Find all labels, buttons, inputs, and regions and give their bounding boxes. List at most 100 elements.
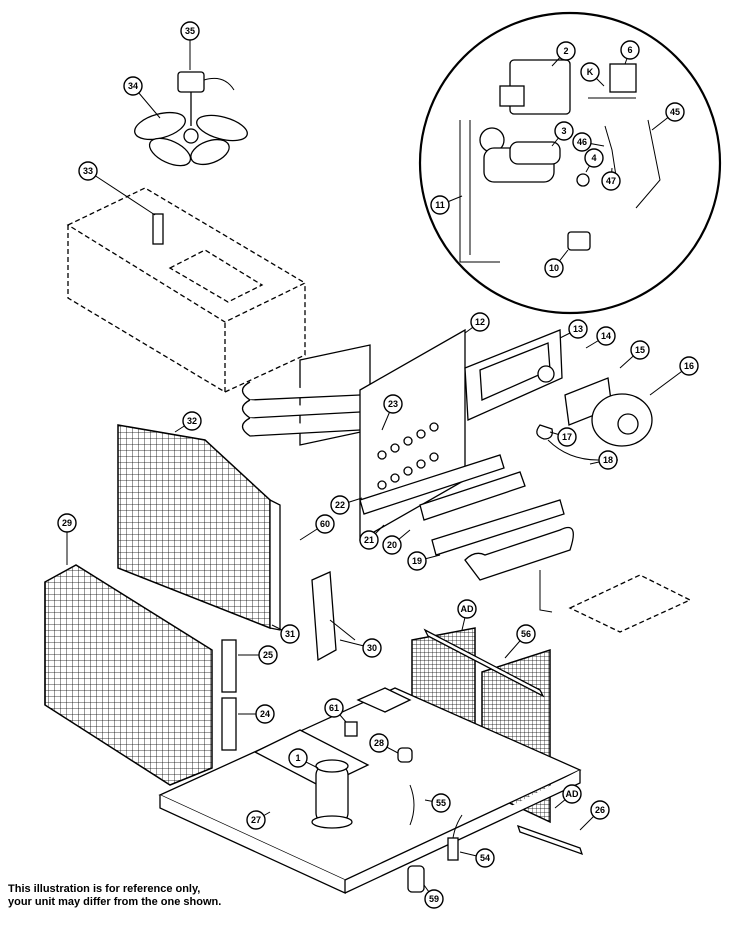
callout-label: 56 <box>521 629 531 639</box>
callout-47: 47 <box>601 167 621 191</box>
callout-30: 30 <box>339 638 382 658</box>
callout-label: 15 <box>635 345 645 355</box>
callout-circle <box>598 450 618 470</box>
callout-label: AD <box>566 789 579 799</box>
callout-11: 11 <box>430 195 463 215</box>
callout-circle <box>362 638 382 658</box>
callout-label: 30 <box>367 643 377 653</box>
callout-circle <box>246 810 266 830</box>
cabinet-top-dashed <box>66 187 307 394</box>
callout-12: 12 <box>464 312 490 334</box>
callout-circle <box>182 411 202 431</box>
callout-circle <box>255 704 275 724</box>
callout-AD1: AD <box>457 599 477 631</box>
callout-27: 27 <box>246 810 271 830</box>
callout-circle <box>359 530 379 550</box>
callout-label: 18 <box>603 455 613 465</box>
callout-label: 46 <box>577 137 587 147</box>
callout-circle <box>369 733 389 753</box>
drier-tray <box>539 570 692 633</box>
callout-label: 1 <box>295 753 300 763</box>
callout-26: 26 <box>579 800 610 831</box>
callout-15: 15 <box>619 340 650 369</box>
callout-circle <box>470 312 490 332</box>
callout-circle <box>630 340 650 360</box>
callout-label: 45 <box>670 107 680 117</box>
callout-label: 25 <box>263 650 273 660</box>
callout-label: 22 <box>335 500 345 510</box>
callout-leader <box>87 170 156 216</box>
callout-23: 23 <box>381 394 403 431</box>
callout-circle <box>324 698 344 718</box>
callout-21: 21 <box>359 524 385 550</box>
callout-label: 12 <box>475 317 485 327</box>
callout-circle <box>382 535 402 555</box>
callout-label: 34 <box>128 81 138 91</box>
callout-circle <box>516 624 536 644</box>
callout-1: 1 <box>288 748 319 769</box>
callout-circle <box>562 784 582 804</box>
callout-circle <box>180 21 200 41</box>
callout-circle <box>407 551 427 571</box>
callout-label: 19 <box>412 556 422 566</box>
callout-17: 17 <box>549 427 577 447</box>
callout-label: 27 <box>251 815 261 825</box>
side-brackets <box>221 639 237 751</box>
callout-55: 55 <box>424 793 451 813</box>
callout-22: 22 <box>330 495 363 515</box>
reference-note-line-1: This illustration is for reference only, <box>8 883 201 895</box>
callout-45: 45 <box>651 102 685 131</box>
callout-label: 21 <box>364 535 374 545</box>
callout-circle <box>424 889 444 909</box>
callout-circle <box>544 258 564 278</box>
callout-circle <box>601 171 621 191</box>
callout-label: 3 <box>561 126 566 136</box>
callout-13: 13 <box>559 319 588 339</box>
inducer-motor <box>536 393 653 461</box>
callout-20: 20 <box>382 529 411 555</box>
callout-label: 32 <box>187 416 197 426</box>
callout-label: 11 <box>435 200 445 210</box>
callout-label: 29 <box>62 518 72 528</box>
callout-circle <box>568 319 588 339</box>
callout-K: K <box>580 62 605 87</box>
callout-circle <box>430 195 450 215</box>
reference-note: This illustration is for reference only,… <box>8 883 308 909</box>
callout-32: 32 <box>174 411 202 433</box>
callout-circle <box>475 848 495 868</box>
control-bracket <box>311 571 356 662</box>
callout-circle <box>557 427 577 447</box>
callout-label: AD <box>461 604 474 614</box>
callout-circle <box>679 356 699 376</box>
callout-circle <box>584 148 604 168</box>
callout-label: 13 <box>573 324 583 334</box>
callout-59: 59 <box>423 884 444 909</box>
callout-label: 6 <box>627 45 632 55</box>
callout-60: 60 <box>299 514 335 541</box>
callout-6: 6 <box>620 40 640 65</box>
callout-34: 34 <box>123 76 161 119</box>
compressor <box>311 759 353 829</box>
callout-AD2: AD <box>554 784 582 809</box>
callout-10: 10 <box>544 249 569 278</box>
callout-label: 14 <box>601 331 611 341</box>
callout-circle <box>280 624 300 644</box>
small-parts <box>344 721 463 893</box>
callout-35: 35 <box>180 21 200 70</box>
callout-circle <box>596 326 616 346</box>
callout-circle <box>665 102 685 122</box>
callout-label: 24 <box>260 709 270 719</box>
gas-valve-inset <box>418 11 722 315</box>
callout-label: 16 <box>684 361 694 371</box>
callout-circle <box>288 748 308 768</box>
callout-circle <box>580 62 600 82</box>
callout-label: 31 <box>285 629 295 639</box>
fan-blade <box>134 111 248 167</box>
reference-note-line-2: your unit may differ from the one shown. <box>8 896 222 908</box>
callout-circle <box>590 800 610 820</box>
callout-56: 56 <box>504 624 536 659</box>
callout-18: 18 <box>589 450 618 470</box>
callout-label: 2 <box>563 46 568 56</box>
